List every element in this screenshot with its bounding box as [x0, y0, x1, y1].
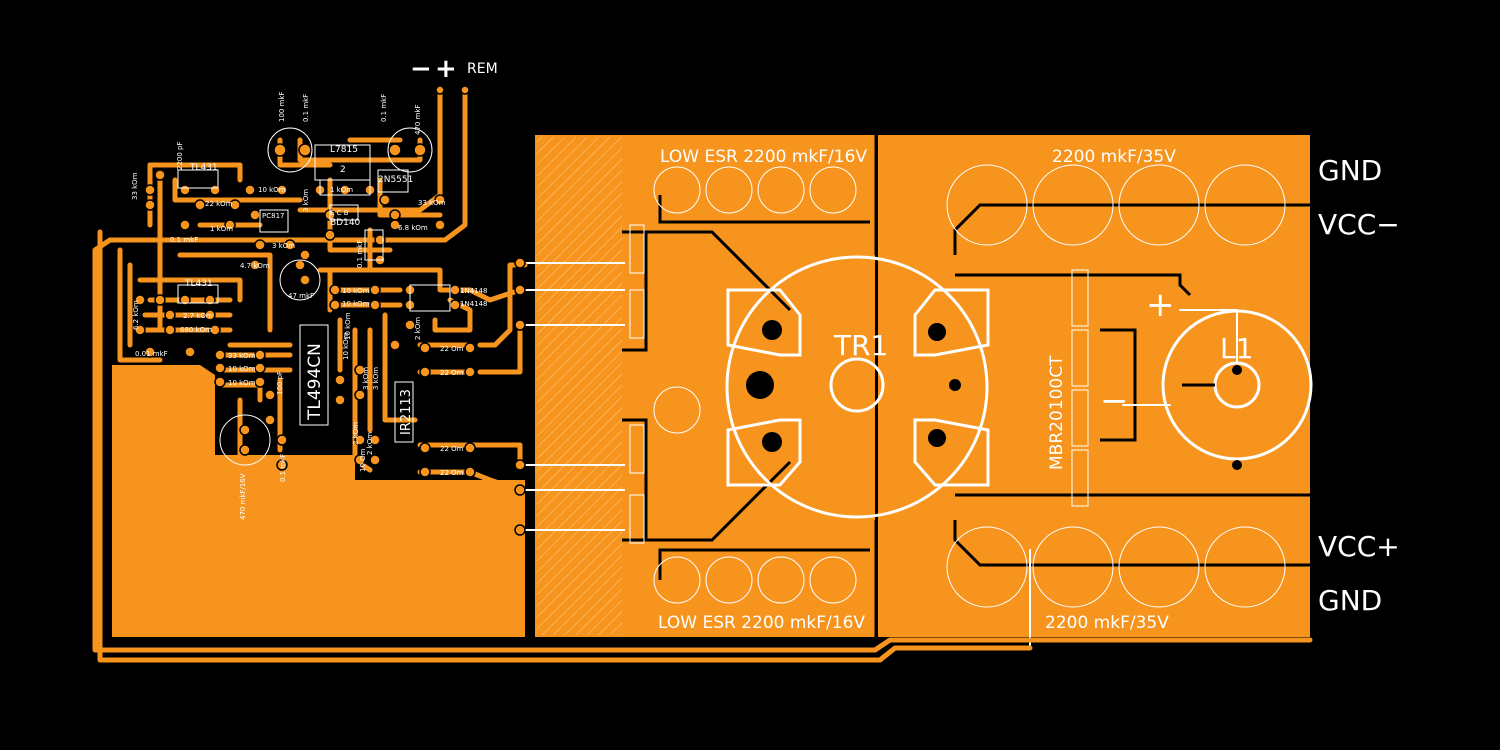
primary-mosfets	[629, 224, 645, 544]
secondary-bottom-caps-label: 2200 mkF/35V	[1045, 613, 1169, 633]
c-100mkf-label: 100 mkF	[278, 92, 286, 123]
c-01mkf-top2-label: 0.1 mkF	[380, 94, 388, 122]
r-680k-label: 680 kOm	[180, 326, 212, 334]
c-470mkf-bottom-label: 470 mkF/16V	[239, 473, 247, 520]
control-pads	[134, 85, 526, 536]
r-33k-a-label: 33 kOm	[131, 172, 139, 200]
tl431-top-label: TL431	[189, 163, 218, 173]
r-1k-a-label: 1 kOm	[210, 225, 233, 233]
gnd-top-label: GND	[1318, 154, 1382, 187]
primary-caps-top	[653, 166, 857, 604]
r-1k-b-label: 1 kOm	[330, 186, 353, 194]
2n5551-label: 2N5551	[378, 175, 413, 185]
secondary-cuts	[953, 203, 1310, 567]
small-component-labels: 2200 pF 100 mkF 0.1 mkF 0.1 mkF 470 mkF …	[131, 92, 488, 521]
d-1n4148-1-label: 1N4148	[460, 287, 488, 295]
r-2k-b-label: 2 kOm	[366, 432, 374, 455]
r-33k-b-label: 33 kOm	[418, 199, 446, 207]
bd140-pins: E C B	[330, 209, 349, 217]
secondary-wires	[1029, 309, 1238, 649]
gate-wires	[520, 262, 625, 531]
r-2k-c-label: 2 kOm	[414, 317, 422, 340]
heatsink-zone	[537, 137, 622, 635]
r-27k-label: 2.7 kOm	[183, 312, 213, 320]
bd140-label: BD140	[330, 218, 361, 228]
r-3k-c-label: 3 kOm	[362, 367, 370, 390]
c-01mkf-top1-label: 0.1 mkF	[302, 94, 310, 122]
r-22k-label: 22 kOm	[205, 200, 233, 208]
vcc-plus-label: VCC+	[1318, 530, 1400, 563]
c-2200pf-label: 2200 pF	[176, 141, 184, 170]
c-100pf-label: 100 pF	[276, 371, 284, 395]
secondary-caps	[946, 164, 1286, 608]
r-3k-a-label: 3 kOm	[302, 189, 310, 212]
copper-pours	[112, 135, 1310, 637]
c-01mkf-mid-label: 0.1 mkF	[356, 240, 364, 268]
r-10k-f-label: 10 kOm	[228, 379, 256, 387]
output-plus-mark: +	[1146, 285, 1175, 325]
minus-terminal-label: −	[410, 54, 432, 84]
transformer-tr1	[725, 135, 990, 637]
secondary-top-caps-label: 2200 mkF/35V	[1052, 147, 1176, 167]
output-minus-mark: −	[1100, 381, 1129, 421]
terminal-labels: − + REM	[410, 54, 498, 84]
rectifier-diodes	[1071, 269, 1089, 507]
rem-terminal-label: REM	[467, 61, 498, 77]
bank-labels: LOW ESR 2200 mkF/16V LOW ESR 2200 mkF/16…	[658, 147, 1176, 633]
r-10om-label: 10 Om	[359, 448, 367, 472]
tl431-bottom-label: TL431	[184, 279, 213, 289]
r-33k-c-label: 33 kOm	[228, 352, 256, 360]
r-10k-c-label: 10 kOm	[342, 300, 370, 308]
c-470mkf-top-label: 470 mkF	[414, 105, 422, 136]
rectifier-label: MBR20100CT	[1047, 355, 1067, 470]
gnd-bottom-label: GND	[1318, 584, 1382, 617]
r-10k-e-label: 10 kOm	[228, 365, 256, 373]
r-22om-2-label: 22 Om	[440, 369, 464, 377]
r-10k-d-label: 10 kOm	[344, 312, 352, 340]
primary-top-caps-label: LOW ESR 2200 mkF/16V	[660, 147, 867, 167]
r-3k-b-label: 3 kOm	[272, 242, 295, 250]
rail-labels: GND VCC− VCC+ GND	[1318, 154, 1400, 617]
tl494-outline	[299, 324, 329, 426]
primary-cuts	[622, 195, 870, 580]
ir2113-outline	[394, 381, 414, 443]
tl494-label: TL494CN	[305, 343, 325, 421]
plus-terminal-label: +	[435, 54, 457, 84]
r-22om-1-label: 22 Om	[440, 345, 464, 353]
vcc-minus-label: VCC−	[1318, 208, 1400, 241]
l1-label: L1	[1220, 332, 1253, 365]
secondary-plane	[878, 135, 1310, 637]
r-10k-a-label: 10 kOm	[258, 186, 286, 194]
control-silkscreen	[177, 127, 451, 466]
pc817-label: PC817	[262, 212, 284, 220]
r-2k-a-label: 2 kOm	[352, 422, 360, 445]
r-62k-label: 6.2 kOm	[132, 300, 140, 330]
c-01mkf-left-label: 0.1 mkF	[170, 236, 198, 244]
r-3k-d-label: 3 kOm	[372, 367, 380, 390]
primary-bottom-caps-label: LOW ESR 2200 mkF/16V	[658, 613, 865, 633]
control-traces	[92, 87, 1313, 663]
r-10k-g-label: 10 kOm	[342, 332, 350, 360]
r-10k-b-label: 10 kOm	[342, 287, 370, 295]
control-ground-pour	[112, 365, 525, 637]
tr1-label: TR1	[833, 329, 888, 362]
d-1n4148-2-label: 1N4148	[460, 300, 488, 308]
r-22om-3-label: 22 Om	[440, 445, 464, 453]
r-68k-label: 6.8 kOm	[398, 224, 428, 232]
l7815-label: L7815	[330, 145, 358, 155]
r-47k-label: 4.7 kOm	[240, 262, 270, 270]
ir2113-label: IR2113	[399, 389, 414, 435]
r-22om-4-label: 22 Om	[440, 469, 464, 477]
c-47mkf-label: 47 mkF	[288, 292, 314, 300]
c-01mkf-bottom-label: 0.1 mkF	[279, 454, 287, 482]
c-001mkf-label: 0.01 mkF	[135, 350, 168, 358]
control-part-labels: TL494CN IR2113 L7815 TL431 TL431 PC817 2…	[184, 145, 414, 435]
regulator-marker: 2	[340, 165, 346, 175]
power-part-labels: TR1 L1 MBR20100CT + −	[833, 285, 1253, 470]
